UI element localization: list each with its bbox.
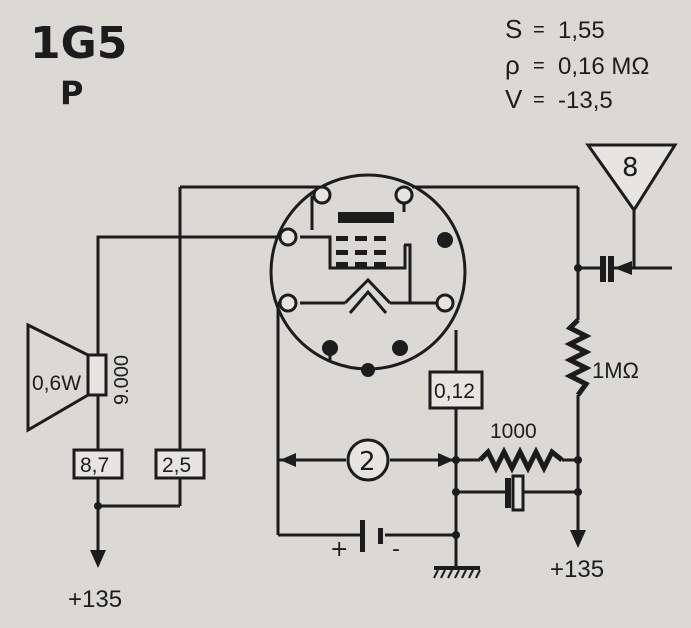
arrows (90, 261, 632, 568)
arrow-down-right (570, 530, 586, 548)
transformer-impedance: 9.000 (111, 355, 133, 405)
box-screen: 2,5 (154, 448, 206, 480)
box-speaker: 8,7 (72, 448, 124, 480)
junctions (94, 264, 582, 539)
box-speaker-label: 8,7 (80, 454, 109, 477)
resistor-1000-icon (478, 446, 564, 474)
battery-minus: - (392, 537, 400, 562)
coupling-capacitor (600, 256, 614, 282)
tube-filament (343, 277, 392, 305)
tube-type: 1G5 (30, 18, 127, 69)
resistor-filament-label: 1000 (490, 420, 537, 443)
spec-value-v: -13,5 (558, 87, 613, 114)
arrow-input (614, 261, 632, 275)
spec-symbol-v: V (505, 84, 523, 114)
filament-current-label: 0,12 (434, 380, 475, 403)
spec-value-s: 1,55 (558, 17, 605, 44)
spec-value-rho: 0,16 MΩ (558, 53, 649, 80)
arrow-left-filament (280, 453, 296, 467)
specs-block: S = 1,55 ρ = 0,16 MΩ V = -13,5 (505, 14, 649, 114)
spec-sep-s: = (533, 19, 545, 41)
supply-right: +135 (550, 556, 604, 583)
capacitor-icon (600, 256, 606, 282)
spec-sep-rho: = (533, 55, 545, 77)
battery: + - (330, 520, 400, 562)
filament-voltage-label: 2 (359, 447, 376, 477)
vacuum-tube (269, 173, 467, 377)
bypass-capacitor (505, 474, 525, 512)
tube-envelope (269, 173, 467, 371)
speaker: 0,6W 9.000 (26, 322, 133, 433)
input-reference: 8 (585, 143, 678, 213)
transformer-icon (86, 353, 108, 397)
battery-icon (360, 520, 365, 552)
arrow-right-filament (438, 453, 454, 467)
arrow-down-left (90, 550, 106, 568)
filament-voltage: 2 (346, 438, 390, 482)
bypass-capacitor-icon (505, 478, 511, 508)
spec-symbol-rho: ρ (505, 50, 520, 80)
resistor-grid-label: 1MΩ (592, 358, 639, 383)
box-screen-label: 2,5 (162, 454, 191, 477)
resistor-icon (564, 318, 592, 397)
speaker-power: 0,6W (32, 372, 81, 395)
spec-symbol-s: S (505, 14, 522, 44)
battery-plus: + (330, 537, 348, 562)
input-ref-label: 8 (622, 153, 639, 183)
tube-subtitle: P (60, 74, 83, 112)
ground (433, 566, 481, 579)
input-triangle-icon (585, 143, 678, 213)
box-filament-current: 0,12 (428, 370, 484, 410)
supply-left: +135 (68, 586, 122, 613)
grid-resistor: 1MΩ (564, 318, 639, 397)
tube-plate (338, 212, 394, 223)
filament-resistor: 1000 (478, 420, 564, 474)
spec-sep-v: = (533, 89, 545, 111)
wires (96, 185, 636, 568)
